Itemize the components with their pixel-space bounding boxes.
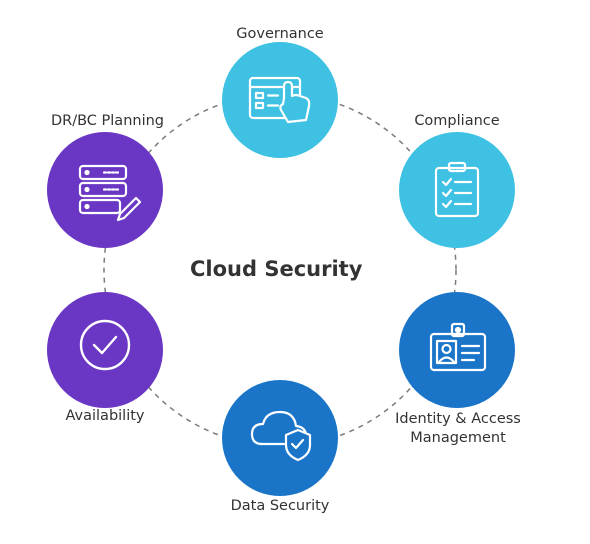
data-security-label: Data Security <box>230 498 330 514</box>
governance-label: Governance <box>236 26 324 42</box>
governance-icon <box>248 76 311 124</box>
cloud-shield-icon <box>250 410 312 462</box>
server-edit-icon <box>78 164 142 222</box>
compliance-node <box>399 132 515 248</box>
data-security-node <box>222 380 338 496</box>
availability-node <box>47 292 163 408</box>
identity-access-label: Identity & Access Management <box>378 410 538 448</box>
check-circle-icon <box>79 319 131 371</box>
compliance-label: Compliance <box>414 113 500 129</box>
dr-bc-planning-node <box>47 132 163 248</box>
governance-node <box>222 42 338 158</box>
identity-access-node <box>399 292 515 408</box>
dr-bc-planning-label: DR/BC Planning <box>50 113 164 129</box>
dashed-ring <box>103 93 457 447</box>
identity-access-label-line2: Management <box>410 430 506 446</box>
availability-label: Availability <box>65 408 145 424</box>
id-badge-icon <box>429 322 487 372</box>
center-title: Cloud Security <box>190 257 363 281</box>
clipboard-checklist-icon <box>434 161 480 218</box>
identity-access-label-line1: Identity & Access <box>395 411 521 427</box>
